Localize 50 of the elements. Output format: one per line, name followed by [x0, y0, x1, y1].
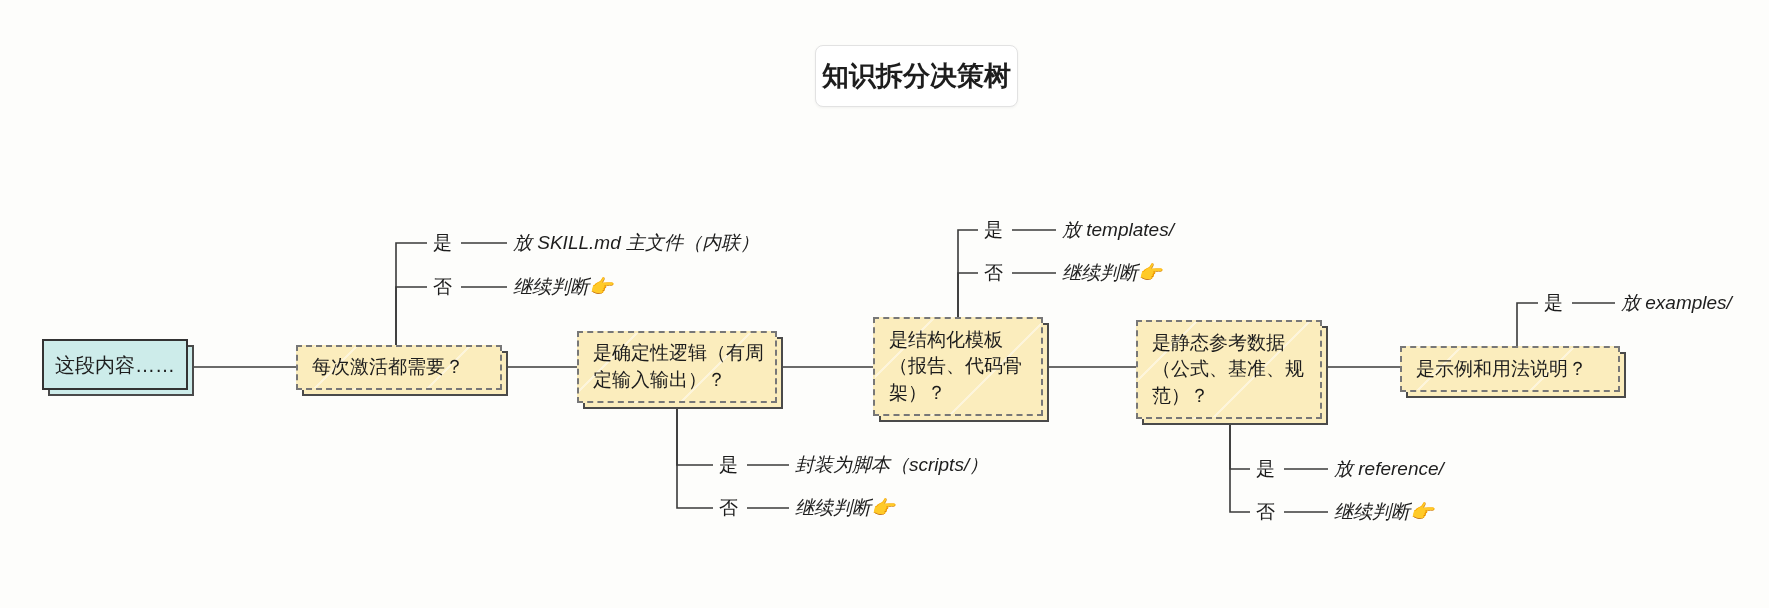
question-text: 是示例和用法说明？	[1416, 356, 1587, 381]
connector-line	[676, 408, 714, 509]
question-text: 是结构化模板（报告、代码骨架）？	[889, 327, 1023, 405]
outcome-text: 继续判断👉	[795, 496, 895, 520]
branch-label: 是	[1544, 291, 1563, 315]
connector-line	[1229, 424, 1251, 513]
connector-line	[1571, 302, 1616, 304]
decision-box	[296, 345, 508, 396]
connector-line	[507, 366, 578, 368]
question-text: 是静态参考数据（公式、基准、规范）？	[1152, 330, 1305, 408]
connector-line	[1011, 272, 1057, 274]
branch-label: 是	[433, 231, 452, 255]
connector-line	[782, 366, 874, 368]
start-box	[42, 339, 194, 396]
connector-line	[460, 242, 508, 244]
decision-box	[1136, 320, 1328, 425]
connector-line	[193, 366, 297, 368]
connector-line	[1283, 468, 1329, 470]
title-box: 知识拆分决策树	[815, 45, 1018, 107]
branch-label: 否	[433, 275, 452, 299]
connector-line	[395, 286, 428, 346]
connector-line	[1048, 366, 1137, 368]
outcome-text: 继续判断👉	[1062, 261, 1162, 285]
decision-box	[577, 331, 783, 409]
branch-label: 否	[719, 496, 738, 520]
connector-line	[1327, 366, 1401, 368]
outcome-text: 封装为脚本（scripts/）	[795, 453, 989, 477]
branch-label: 否	[1256, 500, 1275, 524]
connector-line	[746, 507, 790, 509]
branch-label: 是	[984, 218, 1003, 242]
question-text: 每次激活都需要？	[312, 355, 464, 380]
outcome-text: 放 examples/	[1621, 291, 1732, 315]
connector-line	[957, 272, 979, 318]
branch-label: 是	[1256, 457, 1275, 481]
decision-box	[1400, 346, 1626, 398]
outcome-text: 继续判断👉	[513, 275, 613, 299]
connector-line	[746, 464, 790, 466]
start-text: 这段内容……	[55, 352, 175, 378]
outcome-text: 放 templates/	[1062, 218, 1174, 242]
connector-line	[1516, 302, 1539, 347]
connector-line	[1283, 511, 1329, 513]
branch-label: 是	[719, 453, 738, 477]
outcome-text: 放 SKILL.md 主文件（内联）	[513, 231, 759, 255]
decision-box	[873, 317, 1049, 422]
branch-label: 否	[984, 261, 1003, 285]
connector-line	[460, 286, 508, 288]
outcome-text: 放 reference/	[1334, 457, 1444, 481]
outcome-text: 继续判断👉	[1334, 500, 1434, 524]
question-text: 是确定性逻辑（有周定输入输出）？	[593, 341, 765, 392]
connector-line	[1011, 229, 1057, 231]
